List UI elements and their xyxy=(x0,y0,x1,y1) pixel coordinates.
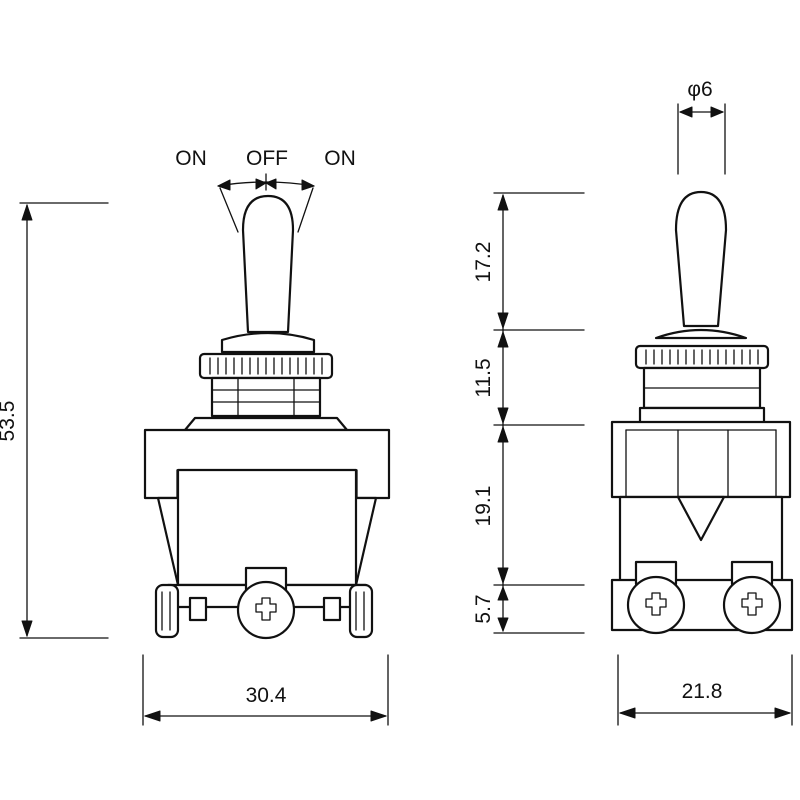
position-label-on-right: ON xyxy=(324,147,356,170)
front-lever xyxy=(241,194,295,334)
side-left-terminal xyxy=(626,560,686,635)
dimension-label-bushing-height: 11.5 xyxy=(472,358,495,397)
dimension-front-width xyxy=(142,654,389,726)
side-right-terminal xyxy=(722,560,782,635)
dimension-label-terminal-height: 5.7 xyxy=(472,594,495,623)
side-body-notch xyxy=(676,495,726,542)
side-housing-top xyxy=(610,420,792,499)
dimension-lever-diameter xyxy=(677,103,726,175)
dimension-label-side-width: 21.8 xyxy=(682,680,723,703)
dimension-side-heights xyxy=(493,192,585,634)
dimension-side-width xyxy=(617,654,793,726)
front-nut-knurling xyxy=(209,357,323,375)
front-lever-pivot xyxy=(220,331,316,354)
front-bushing xyxy=(210,376,322,418)
side-lever xyxy=(674,190,728,328)
dimension-label-lever-diameter: φ6 xyxy=(687,78,712,101)
front-right-terminal xyxy=(322,583,374,639)
dimension-label-overall-height: 53.5 xyxy=(0,401,19,442)
front-center-terminal xyxy=(236,566,296,640)
dimension-overall-height xyxy=(19,202,109,639)
position-label-off: OFF xyxy=(246,147,288,170)
dimension-label-lever-height: 17.2 xyxy=(472,242,495,283)
side-nut-knurling xyxy=(645,349,759,365)
dimension-label-front-width: 30.4 xyxy=(246,684,287,707)
lever-swing-indicator xyxy=(217,173,315,233)
front-view: ON OFF ON 53.5 30.4 xyxy=(0,147,391,726)
front-left-terminal xyxy=(154,583,208,639)
position-label-on-left: ON xyxy=(175,147,207,170)
side-view: φ6 17.2 11.5 19.1 5.7 xyxy=(472,78,794,726)
dimension-label-body-height: 19.1 xyxy=(472,486,495,527)
